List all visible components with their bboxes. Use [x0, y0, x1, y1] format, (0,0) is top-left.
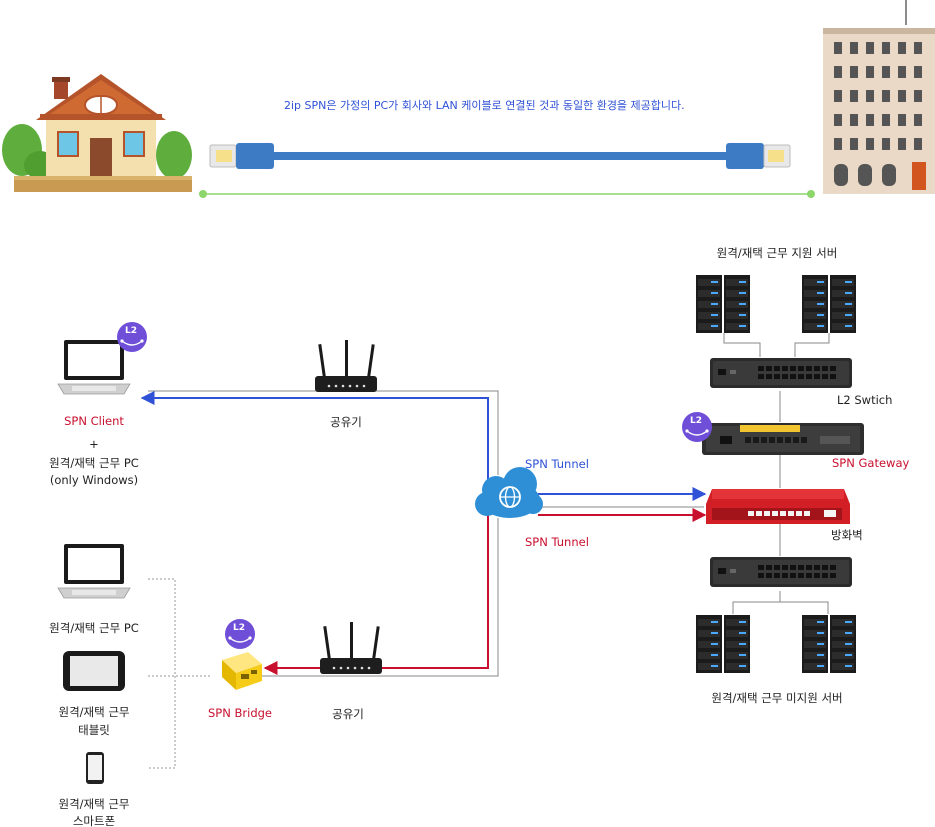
- router-top-label: 공유기: [330, 415, 362, 429]
- l2-badge-client-text: L2: [125, 326, 137, 336]
- spn-client-label: SPN Client: [64, 414, 124, 428]
- phone-label-line1: 원격/재택 근무: [58, 797, 130, 811]
- office-building-icon: [823, 0, 935, 194]
- connection-lines: [148, 333, 830, 677]
- client-os-label: (only Windows): [49, 473, 139, 487]
- lan-cable-icon: [209, 143, 791, 169]
- router-top-icon: [315, 340, 377, 392]
- tablet-label-line1: 원격/재택 근무: [58, 705, 130, 719]
- l2-switch-label: L2 Swtich: [837, 393, 893, 407]
- remote-pc-laptop-icon: [57, 543, 131, 599]
- spn-tunnel-bottom-label: SPN Tunnel: [525, 535, 589, 549]
- phone-label-line2: 스마트폰: [72, 814, 116, 827]
- spn-gateway-label: SPN Gateway: [832, 456, 910, 470]
- router-bottom-icon: [320, 622, 382, 674]
- spn-tunnel-top-label: SPN Tunnel: [525, 457, 589, 471]
- firewall-label: 방화벽: [831, 528, 863, 542]
- unsupported-server-group-left: [696, 615, 750, 673]
- support-servers-label: 원격/재택 근무 지원 서버: [716, 246, 838, 260]
- device-dotted-lines: [148, 578, 210, 769]
- l2-switch-icon: [710, 358, 852, 388]
- internet-cloud-icon: [475, 467, 543, 518]
- banner-caption: 2ip SPN은 가정의 PC가 회사와 LAN 케이블로 연결된 것과 동일한…: [284, 99, 685, 112]
- lan-switch-icon: [710, 557, 852, 587]
- l2-badge-client: [117, 322, 147, 352]
- l2-badge-gateway-text: L2: [690, 416, 702, 426]
- unsupported-server-group-right: [802, 615, 856, 673]
- spn-bridge-label: SPN Bridge: [208, 706, 272, 720]
- spn-client-tunnel: [140, 391, 489, 485]
- spn-gateway-icon: [702, 423, 864, 455]
- plus-label: +: [89, 437, 99, 451]
- support-server-group-right: [802, 275, 856, 333]
- l2-badge-gateway: [682, 412, 712, 442]
- tablet-label-line2: 태블릿: [78, 723, 110, 737]
- l2-badge-bridge: [225, 619, 255, 649]
- l2-badge-bridge-text: L2: [233, 623, 245, 633]
- client-pc-label: 원격/재택 근무 PC: [49, 456, 139, 470]
- spn-bridge-device-icon: [222, 652, 262, 690]
- smartphone-icon: [86, 752, 104, 784]
- firewall-icon: [706, 489, 850, 524]
- spn-client-laptop-icon: [57, 339, 131, 395]
- support-server-group-left: [696, 275, 750, 333]
- remote-pc-label: 원격/재택 근무 PC: [49, 621, 139, 635]
- house-icon: [2, 74, 192, 192]
- tablet-icon: [63, 651, 125, 691]
- unsupported-servers-label: 원격/재택 근무 미지원 서버: [711, 691, 843, 705]
- router-bottom-label: 공유기: [332, 707, 364, 721]
